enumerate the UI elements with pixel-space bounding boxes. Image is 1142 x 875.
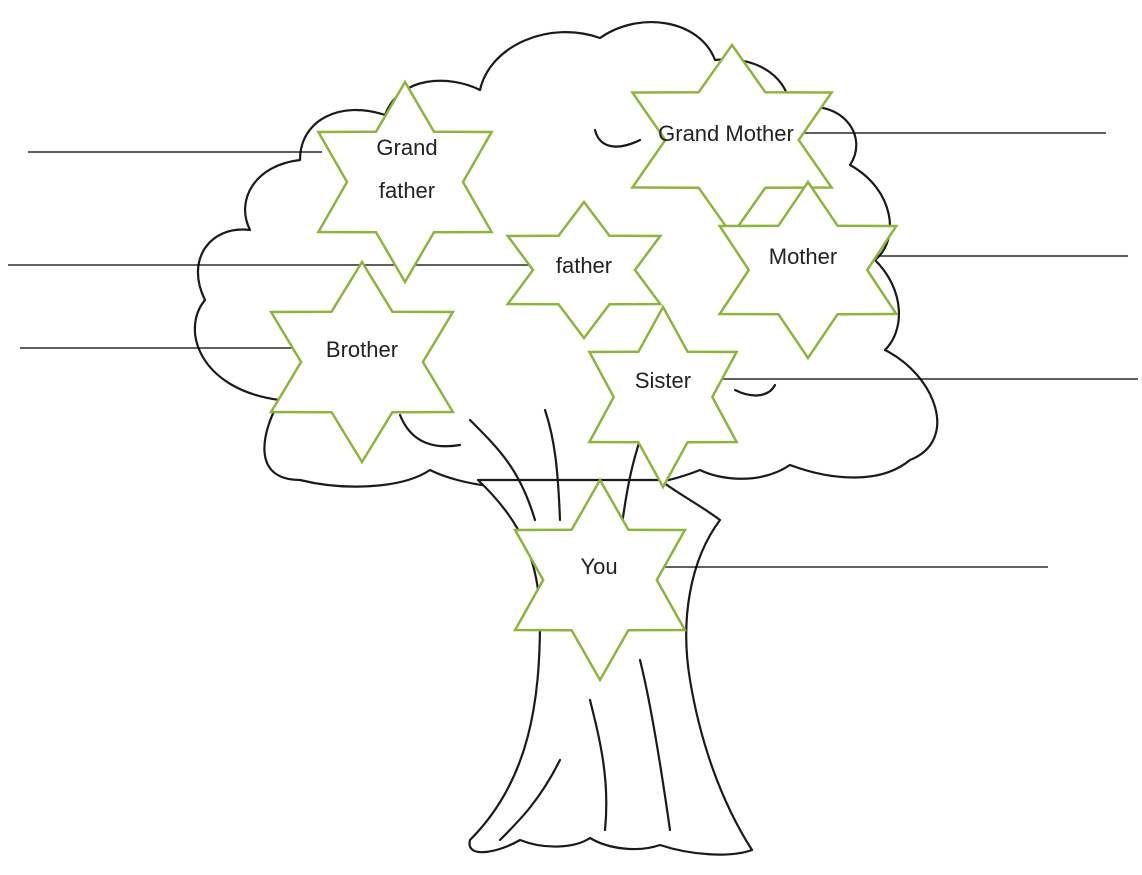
star-sister: [587, 304, 739, 490]
tree-branch: [543, 408, 562, 522]
tree-branch: [593, 128, 642, 148]
tree-branch: [733, 383, 777, 397]
label-mother: Mother: [769, 244, 837, 269]
tree-illustration: [193, 21, 939, 856]
star-you: [512, 477, 688, 683]
label-father: father: [556, 253, 612, 278]
tree-branch: [498, 758, 562, 842]
label-grandfather-line1: Grand: [376, 135, 437, 160]
label-grandmother: Grand Mother: [658, 121, 794, 146]
label-grandfather-line2: father: [379, 178, 435, 203]
leader-lines: [8, 132, 1138, 568]
label-sister: Sister: [635, 368, 691, 393]
star-labels: Grand father Grand Mother father Mother …: [326, 121, 837, 579]
label-you: You: [580, 554, 617, 579]
stars-layer: [268, 42, 899, 683]
tree-branch: [468, 418, 537, 522]
tree-branch: [588, 698, 608, 832]
label-brother: Brother: [326, 337, 398, 362]
star-father: [505, 199, 663, 341]
star-brother: [268, 259, 456, 465]
tree-branch: [638, 658, 672, 832]
tree-branch: [398, 413, 462, 448]
star-mother: [717, 179, 899, 361]
star-grandfather: [316, 79, 494, 285]
